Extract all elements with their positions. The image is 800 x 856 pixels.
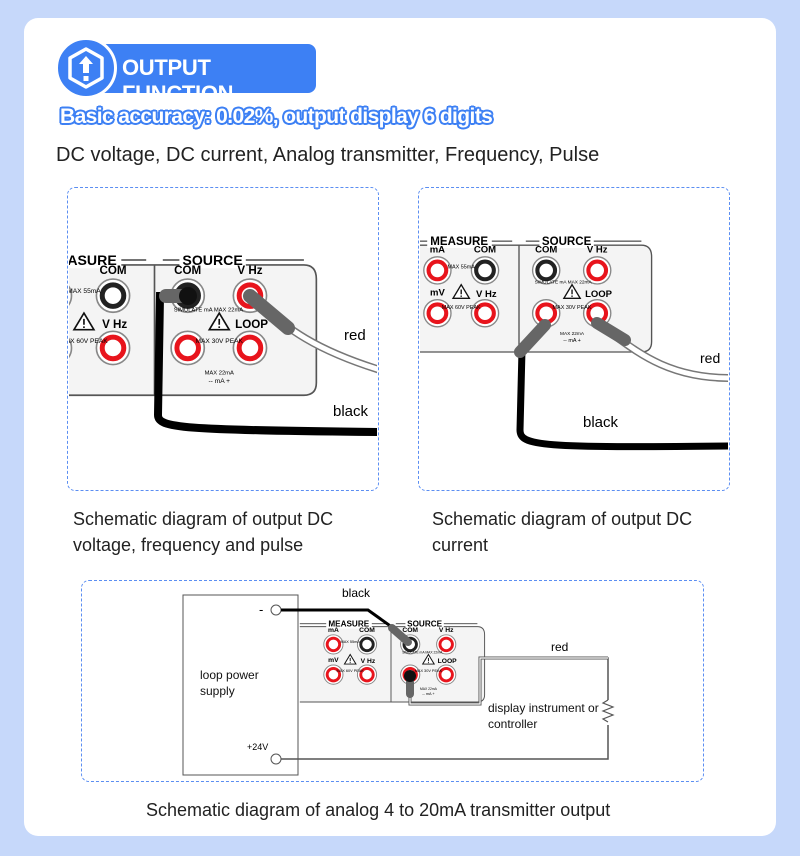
instrument-label: display instrument or controller [488, 701, 599, 731]
jack-label: COM [402, 627, 418, 634]
source-label: SOURCE [542, 236, 592, 248]
caption-transmitter: Schematic diagram of analog 4 to 20mA tr… [146, 800, 611, 820]
max60-label: MAX 60V PEAK [442, 305, 481, 311]
diagram-transmitter-frame [81, 580, 704, 782]
black-label: black [583, 414, 619, 431]
measure-label: MEASURE [328, 620, 369, 629]
output-arrow-hexagon-icon [55, 37, 117, 99]
caption-current: Schematic diagram of output DC current [432, 509, 693, 555]
ma-direction-label: -- mA + [208, 378, 230, 385]
ma-direction-label: -- mA + [422, 692, 435, 696]
section-header: OUTPUT FUNCTION [76, 44, 316, 106]
max55-label: MAX 55mA [447, 264, 475, 270]
jack-label: LOOP [438, 658, 458, 665]
jack-label: mV [46, 316, 64, 329]
plus-terminal [270, 753, 282, 765]
jack-label: COM [535, 245, 557, 256]
max55-label: MAX 55mA [67, 288, 101, 295]
max22-label: MAX 22mA [205, 371, 234, 377]
ma-direction-label: -- mA + [563, 338, 581, 344]
jack-label: LOOP [585, 289, 613, 300]
jack-label: V Hz [102, 318, 127, 331]
jack-label: COM [359, 627, 375, 634]
black-label: black [342, 586, 371, 600]
jack-label: V Hz [361, 658, 376, 665]
plus-terminal-label: +24V [247, 742, 268, 752]
jack-label: mV [328, 657, 339, 664]
jack [69, 337, 73, 359]
max55-label: MAX 55mA [341, 640, 361, 644]
max30-label: MAX 30V PEAK [553, 305, 592, 311]
red-label: red [551, 640, 568, 654]
jack-label: mA [328, 627, 339, 634]
jack-label: V Hz [476, 289, 497, 300]
simulate-label: SIMULATE mA MAX 22mA [402, 651, 443, 655]
red-label: red [700, 350, 720, 366]
jack-panel: MEASURE SOURCE mA COM mV V Hz COM V Hz LOOP MAX 5… [46, 251, 318, 397]
max22-label: MAX 22mA [560, 331, 585, 337]
max30-label: MAX 30V PEAK [415, 669, 443, 673]
jack-label: COM [474, 245, 496, 256]
source-label: SOURCE [407, 620, 442, 629]
max60-label: MAX 60V PEAK [336, 669, 364, 673]
jack-label: V Hz [587, 245, 608, 256]
measure-label: MEASURE [430, 236, 488, 248]
black-lead [516, 322, 728, 451]
jack-label: COM [174, 264, 201, 277]
supply-label: loop power supply [200, 668, 259, 698]
jack-label: COM [99, 264, 126, 277]
jack-label: LOOP [235, 318, 268, 331]
accuracy-subtitle: Basic accuracy: 0.02%, output display 6 … [60, 105, 493, 128]
loop-power-supply [182, 594, 299, 776]
jack-panel: MEASURE SOURCE mA COM mV V Hz COM V Hz LOOP MAX 5… [299, 618, 486, 703]
jack-label: mA [430, 245, 445, 256]
red-label: red [344, 327, 366, 344]
source-label: SOURCE [182, 252, 242, 268]
minus-terminal-label: - [259, 602, 263, 617]
simulate-label: SIMULATE mA MAX 22mA [174, 307, 244, 313]
simulate-label: SIMULATE mA MAX 22mA [535, 279, 593, 285]
minus-terminal [270, 604, 282, 616]
load-resistor [601, 699, 615, 723]
section-title: OUTPUT FUNCTION [122, 55, 234, 106]
black-label: black [333, 403, 369, 420]
jack [69, 285, 73, 306]
diagram-current-frame [418, 187, 730, 491]
max60-label: MAX 60V PEAK [60, 338, 108, 345]
function-list: DC voltage, DC current, Analog transmitt… [56, 144, 600, 166]
black-lead [153, 292, 377, 436]
max22-label: MAX 22mA [420, 687, 438, 691]
jack-label: V Hz [439, 627, 454, 634]
caption-voltage: Schematic diagram of output DC voltage, … [73, 509, 334, 555]
jack-label: mV [430, 288, 445, 299]
max30-label: MAX 30V PEAK [195, 338, 243, 345]
jack-label: V Hz [237, 264, 262, 277]
diagram-voltage-frame [67, 187, 379, 491]
measure-label: MEASURE [46, 252, 117, 268]
jack-label: mA [46, 264, 65, 277]
